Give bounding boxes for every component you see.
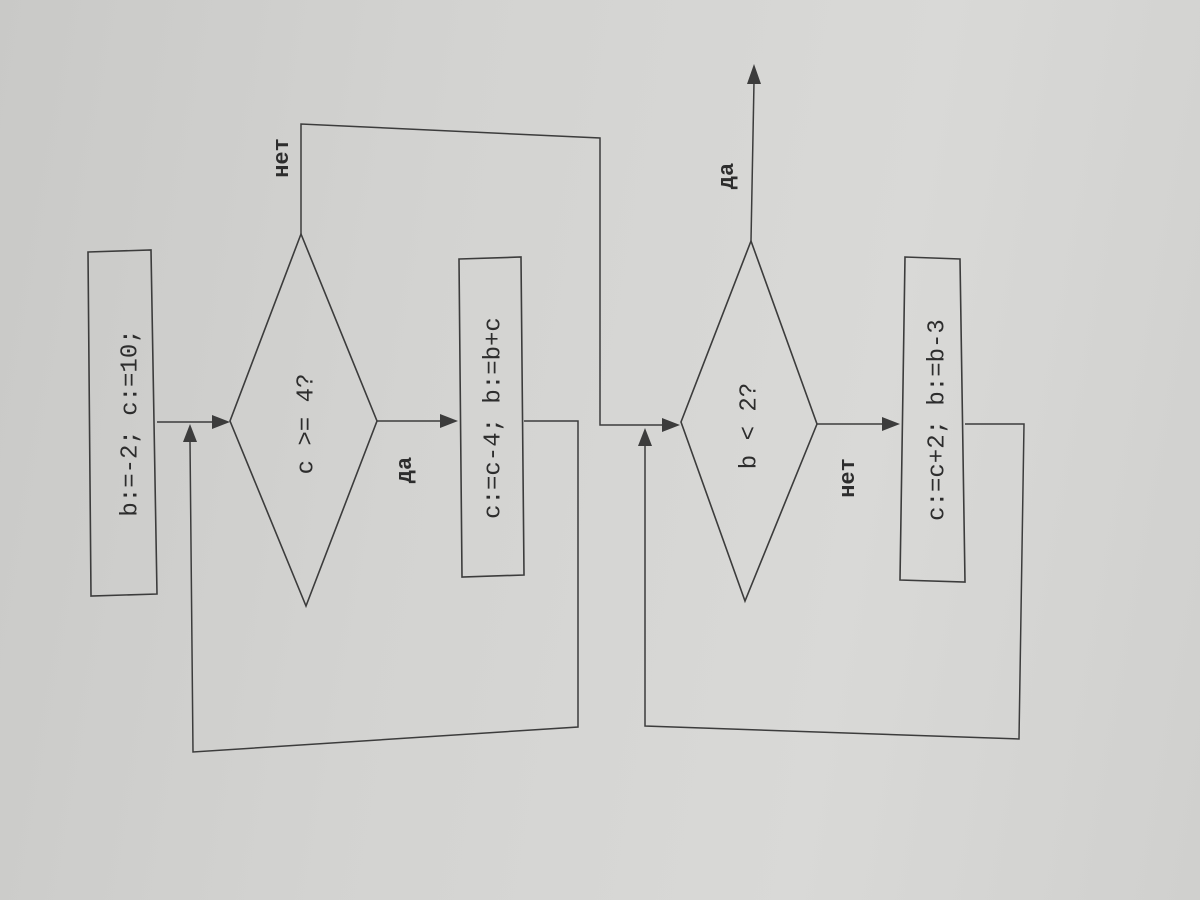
loop1-body-block: c:=c-4; b:=b+c <box>458 256 525 578</box>
connector-cond1-yes <box>377 414 458 428</box>
loop2-body-block: c:=c+2; b:=b-3 <box>899 256 966 583</box>
cond1-yes-label: да <box>393 457 418 483</box>
connector-cond2-yes-exit <box>747 64 761 242</box>
body-2-text: c:=c+2; b:=b-3 <box>924 319 951 521</box>
body-1-text: c:=c-4; b:=b+c <box>480 317 507 519</box>
init-box <box>87 249 158 597</box>
decision-2-text: b < 2? <box>736 383 763 469</box>
connector-loop1-back <box>183 420 579 753</box>
init-block: b:=-2; c:=10; <box>87 249 158 597</box>
decision-1-text: c >= 4? <box>293 374 320 475</box>
body-2-box <box>899 256 966 583</box>
decision-b-lt-2: b < 2? <box>680 238 818 604</box>
init-text: b:=-2; c:=10; <box>117 329 144 516</box>
decision-diamond-1 <box>229 231 378 609</box>
connector-loop2-back <box>638 423 1025 740</box>
connector-init-to-cond1 <box>157 415 230 429</box>
connector-cond2-no <box>817 417 900 431</box>
connector-cond1-no <box>300 123 680 432</box>
body-1-box <box>458 256 525 578</box>
decision-diamond-2 <box>680 238 818 604</box>
decision-c-ge-4: c >= 4? <box>229 231 378 609</box>
cond1-no-label: нет <box>270 138 295 178</box>
cond2-yes-label: да <box>715 163 740 189</box>
cond2-no-label: нет <box>836 458 861 498</box>
